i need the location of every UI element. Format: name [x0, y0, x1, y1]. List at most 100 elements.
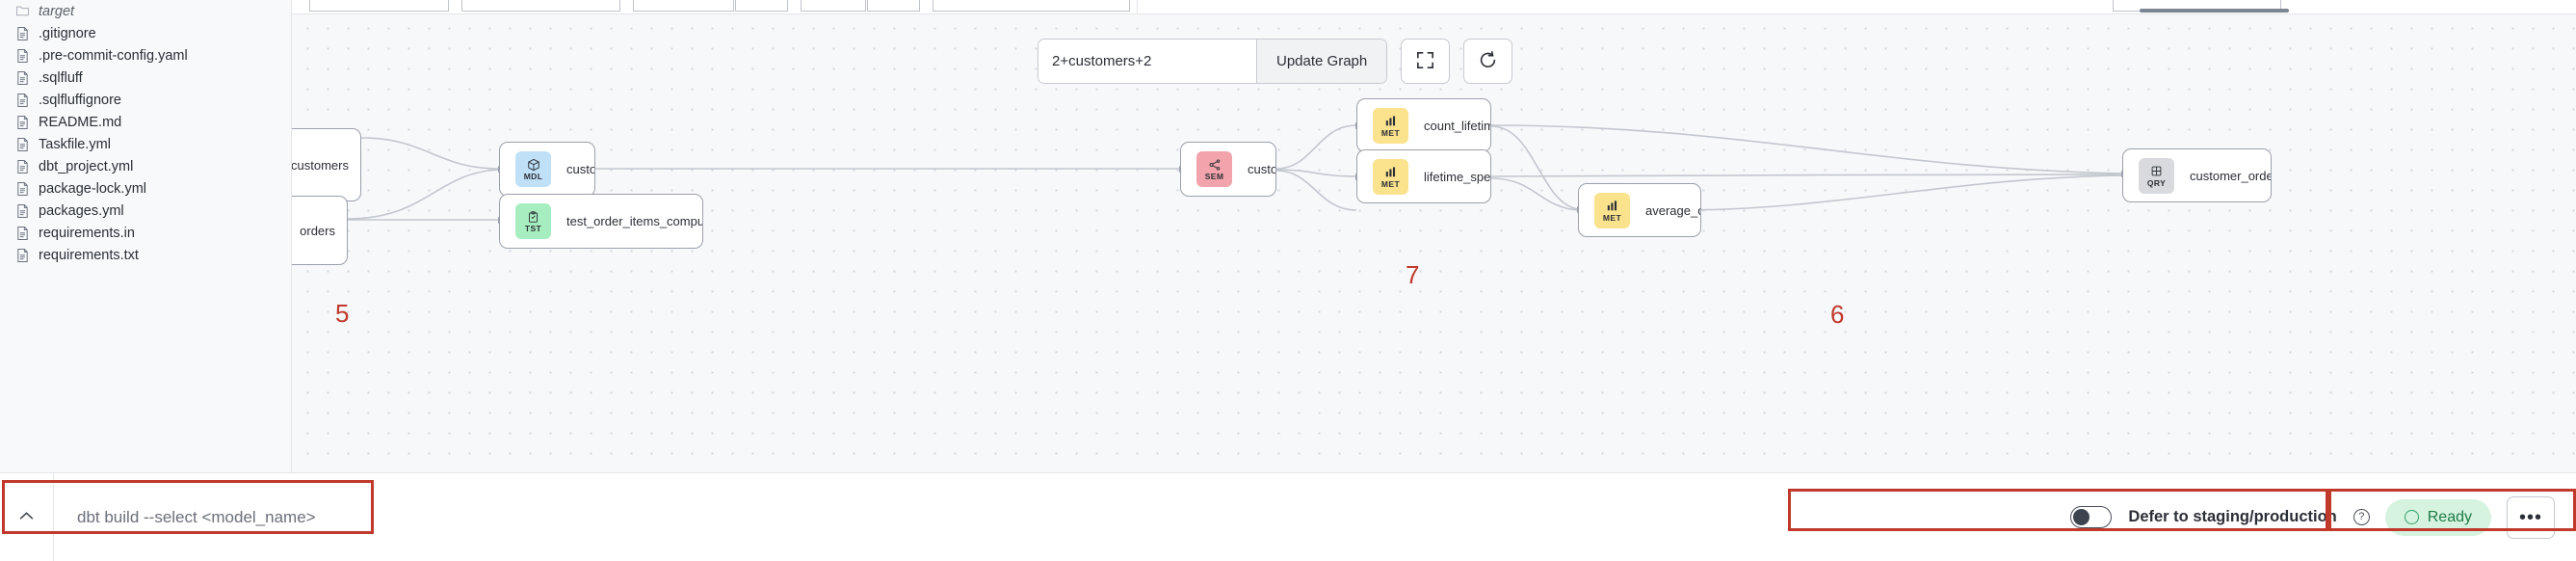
chevron-up-icon	[18, 509, 35, 526]
file-icon	[15, 26, 30, 41]
file-name: target	[39, 3, 75, 19]
badge-text: MET	[1380, 178, 1401, 189]
toggle-knob	[2072, 508, 2090, 525]
graph-node-customers-mdl[interactable]: MDL customers	[499, 142, 595, 197]
file-row[interactable]: .gitignore	[0, 22, 291, 44]
status-ring-icon	[2404, 510, 2419, 524]
graph-toolbar[interactable]: Update Graph	[1038, 39, 1513, 84]
file-name: .sqlfluff	[39, 69, 83, 86]
graph-node-customer-order-metrics[interactable]: QRY customer_order_metrics	[2122, 148, 2272, 202]
file-icon	[15, 226, 30, 241]
node-label: customers	[566, 162, 594, 176]
bottom-command-bar[interactable]: Defer to staging/production ? Ready •••	[0, 472, 2576, 561]
editor-tab[interactable]	[633, 0, 734, 12]
collapse-panel-button[interactable]	[0, 472, 54, 561]
file-icon	[15, 248, 30, 263]
graph-node-lifetime-spend-pretax[interactable]: MET lifetime_spend_pretax	[1356, 149, 1491, 203]
bar-chart-icon	[1384, 165, 1397, 179]
node-type-badge-met: MET	[1373, 158, 1408, 195]
graph-edges	[347, 122, 2129, 224]
file-row[interactable]: .pre-commit-config.yaml	[0, 44, 291, 67]
node-label: stg_customers	[292, 157, 349, 173]
badge-text: QRY	[2146, 177, 2167, 188]
file-icon	[15, 137, 30, 152]
file-row[interactable]: requirements.in	[0, 222, 291, 244]
file-row[interactable]: Taskfile.yml	[0, 133, 291, 155]
defer-toggle[interactable]	[2070, 506, 2113, 528]
node-label: customers	[1248, 162, 1275, 176]
editor-tab[interactable]	[801, 0, 866, 12]
defer-label: Defer to staging/production	[2128, 508, 2337, 525]
lineage-graph-pane[interactable]: stg_customers orders MDL customers	[292, 0, 2576, 472]
clipboard-icon	[527, 209, 539, 224]
defer-toggle-group[interactable]: Defer to staging/production ?	[2026, 473, 2384, 561]
fullscreen-button[interactable]	[1401, 39, 1451, 84]
graph-node-customers-sem[interactable]: SEM customers	[1180, 142, 1276, 197]
file-explorer-sidebar[interactable]: target .gitignore .pre-commit-config.yaml.…	[0, 0, 292, 472]
editor-tab[interactable]	[309, 0, 449, 12]
folder-icon	[15, 4, 30, 19]
graph-node-average-order-value[interactable]: MET average_order_value	[1578, 183, 1701, 237]
file-icon	[15, 93, 30, 108]
file-row[interactable]: requirements.txt	[0, 244, 291, 266]
badge-text: MET	[1602, 212, 1622, 223]
file-icon	[15, 159, 30, 174]
graph-node-stg-customers[interactable]: stg_customers	[292, 128, 361, 201]
graph-node-orders[interactable]: orders	[292, 196, 348, 265]
editor-tab[interactable]	[933, 0, 1130, 12]
file-icon	[15, 48, 30, 64]
fullscreen-icon	[1415, 50, 1435, 73]
file-icon	[15, 203, 30, 219]
file-row[interactable]: dbt_project.yml	[0, 155, 291, 177]
editor-tab[interactable]	[735, 0, 788, 12]
command-input-wrapper[interactable]	[54, 473, 2027, 561]
graph-nodes-icon	[1208, 157, 1222, 172]
file-row[interactable]: README.md	[0, 111, 291, 133]
badge-text: SEM	[1204, 172, 1224, 182]
badge-text: MDL	[523, 172, 543, 182]
active-tab-indicator	[2140, 9, 2289, 13]
node-label: count_lifetime_orders	[1424, 118, 1490, 133]
status-badge[interactable]: Ready	[2384, 498, 2491, 536]
update-graph-button[interactable]: Update Graph	[1256, 40, 1387, 83]
graph-canvas[interactable]: stg_customers orders MDL customers	[292, 14, 2576, 472]
file-row[interactable]: package-lock.yml	[0, 177, 291, 200]
file-name: requirements.in	[39, 225, 135, 241]
file-name: README.md	[39, 114, 122, 130]
file-name: .pre-commit-config.yaml	[39, 47, 188, 64]
node-type-badge-met: MET	[1373, 107, 1408, 144]
command-input[interactable]	[77, 507, 2027, 527]
file-row[interactable]: packages.yml	[0, 200, 291, 222]
file-icon	[15, 70, 30, 86]
graph-node-count-lifetime-orders[interactable]: MET count_lifetime_orders	[1356, 98, 1491, 152]
status-label: Ready	[2427, 508, 2472, 525]
refresh-button[interactable]	[1463, 39, 1513, 84]
file-icon	[15, 115, 30, 130]
file-row[interactable]: target	[0, 0, 291, 22]
editor-tab[interactable]	[867, 0, 920, 12]
file-list: target .gitignore .pre-commit-config.yaml.…	[0, 0, 291, 266]
graph-node-test-order-items[interactable]: TST test_order_items_compute_to_bools…	[499, 194, 703, 249]
graph-selector-input[interactable]	[1038, 40, 1256, 83]
file-name: dbt_project.yml	[39, 158, 134, 174]
node-type-badge-qry: QRY	[2139, 157, 2174, 194]
node-label: customer_order_metrics	[2190, 168, 2271, 183]
file-name: packages.yml	[39, 202, 124, 219]
badge-text: MET	[1380, 127, 1401, 138]
question-circle-icon[interactable]: ?	[2353, 509, 2370, 525]
graph-selector-group[interactable]: Update Graph	[1038, 39, 1388, 84]
node-label: orders	[300, 223, 335, 238]
file-name: requirements.txt	[39, 247, 139, 263]
node-label: average_order_value	[1645, 202, 1700, 218]
file-name: package-lock.yml	[39, 180, 147, 197]
file-name: .sqlfluffignore	[39, 92, 121, 108]
editor-tab[interactable]	[461, 0, 620, 12]
tab-strip-divider	[1137, 0, 1138, 14]
node-label: lifetime_spend_pretax	[1424, 169, 1490, 184]
file-row[interactable]: .sqlfluffignore	[0, 89, 291, 111]
editor-tab-strip[interactable]	[292, 0, 2576, 14]
more-options-button[interactable]: •••	[2507, 495, 2555, 539]
refresh-icon	[1478, 50, 1498, 73]
file-row[interactable]: .sqlfluff	[0, 67, 291, 89]
file-icon	[15, 181, 30, 197]
